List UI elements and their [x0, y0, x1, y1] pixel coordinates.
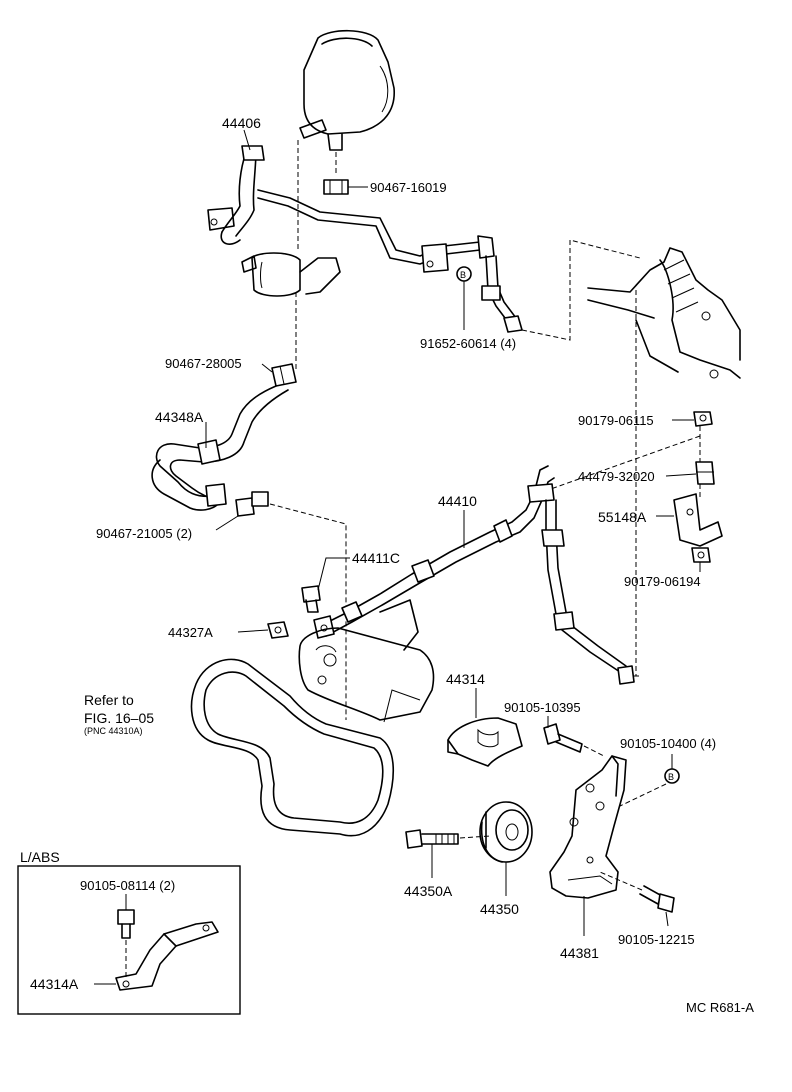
hose-44406 [207, 145, 265, 245]
union-bolt-44411C [301, 585, 321, 613]
bracket-44314A [115, 921, 219, 991]
label-90467-16019: 90467-16019 [370, 180, 447, 195]
label-44348A: 44348A [155, 409, 204, 425]
diagram-code: MC R681-A [686, 1000, 754, 1015]
label-44411C: 44411C [352, 550, 400, 566]
label-44406: 44406 [222, 115, 261, 131]
label-44350: 44350 [480, 901, 519, 917]
grommet-44479-32020 [695, 461, 715, 485]
svg-text:B: B [668, 772, 674, 782]
label-44381: 44381 [560, 945, 599, 961]
reservoir-tank [299, 29, 395, 151]
label-90105-10395: 90105-10395 [504, 700, 581, 715]
label-44314: 44314 [446, 671, 485, 687]
labs-inset: L/ABS 90105-08114 (2) 44314A [17, 849, 241, 1015]
refer-line1: Refer to [84, 692, 134, 708]
nut-90179-06115 [693, 411, 713, 427]
label-55148A: 55148A [598, 509, 647, 525]
bolt-90105-08114 [117, 909, 135, 939]
label-90179-06115: 90179-06115 [578, 413, 654, 428]
label-90105-10400: 90105-10400 (4) [620, 736, 716, 751]
pressure-tube [257, 189, 523, 333]
bolt-90105-12215 [639, 885, 675, 913]
bolt-90105-10395 [543, 723, 583, 753]
label-44314A: 44314A [30, 976, 79, 992]
pressure-hose-44410 [313, 465, 635, 685]
label-44350A: 44350A [404, 883, 453, 899]
bracket-55148A [673, 493, 723, 547]
label-90179-06194: 90179-06194 [624, 574, 701, 589]
return-hose-44348A [151, 385, 289, 511]
steering-gear [587, 247, 741, 379]
clamp-90467-28005 [271, 363, 297, 387]
marker-b-upper: B [456, 266, 472, 282]
svg-text:B: B [460, 270, 466, 280]
label-91652-60614: 91652-60614 (4) [420, 336, 516, 351]
clamp-90467-16019 [323, 179, 349, 195]
nut-90179-06194 [691, 547, 711, 563]
label-44410: 44410 [438, 493, 477, 509]
clamp-90467-21005 [235, 491, 269, 517]
bolt-44350A [405, 829, 459, 849]
gasket-44327A [267, 621, 289, 639]
refer-line2: FIG. 16–05 [84, 710, 154, 726]
label-44479-32020: 44479-32020 [578, 469, 655, 484]
label-90105-12215: 90105-12215 [618, 932, 695, 947]
bracket-44314 [447, 717, 523, 767]
label-44327A: 44327A [168, 625, 213, 640]
marker-b-lower: B [664, 768, 680, 784]
vane-pump-body [298, 599, 435, 723]
label-90467-21005: 90467-21005 (2) [96, 526, 192, 541]
label-90467-28005: 90467-28005 [165, 356, 242, 371]
bracket-44381 [549, 755, 627, 899]
pump-inlet [241, 252, 341, 297]
label-90105-08114: 90105-08114 (2) [80, 878, 175, 893]
refer-line3: (PNC 44310A) [84, 726, 143, 736]
inset-title: L/ABS [20, 849, 60, 865]
idler-pulley-44350 [479, 801, 533, 863]
drive-belt [190, 658, 395, 837]
